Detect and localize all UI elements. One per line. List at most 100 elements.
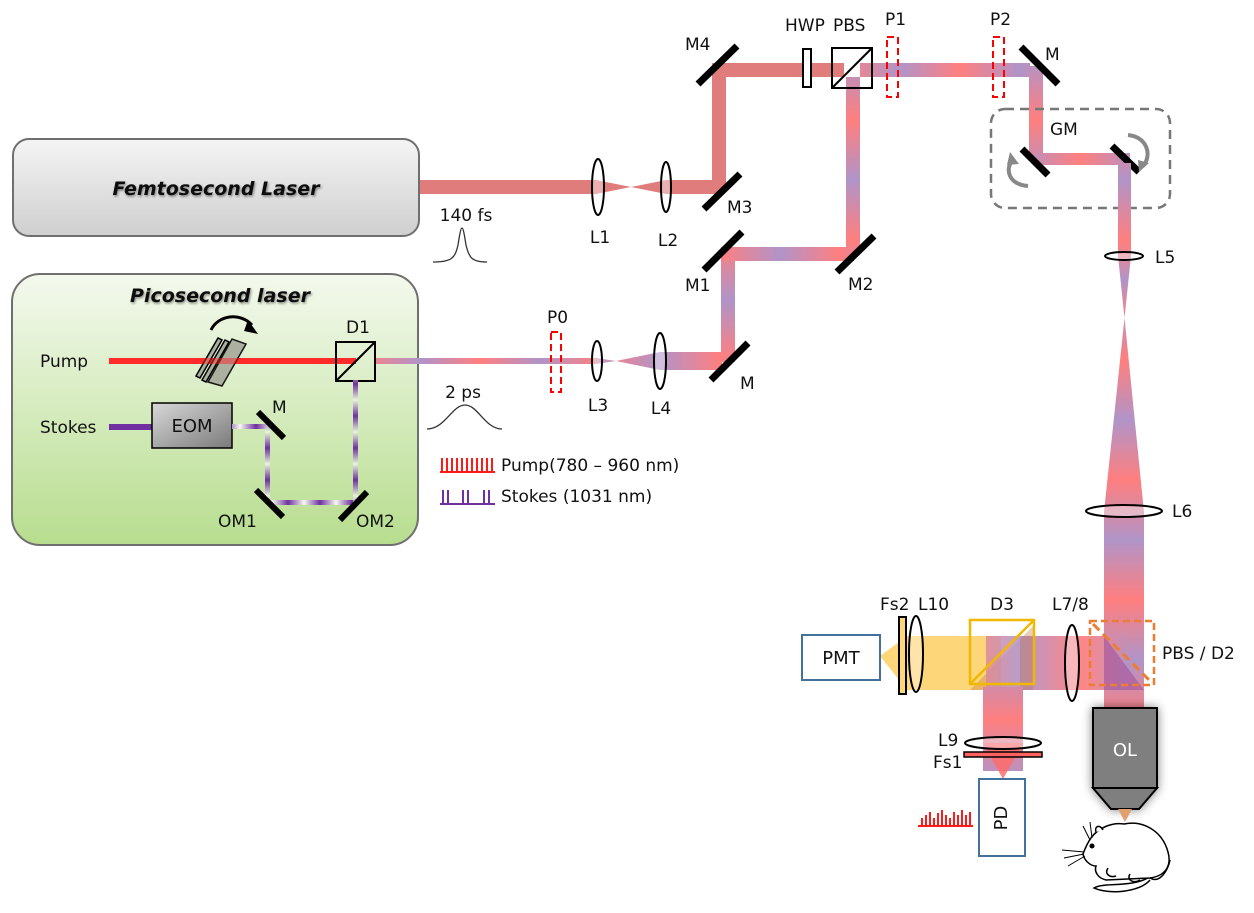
label-M2: M2 (848, 275, 873, 295)
femtosecond-laser-box (12, 138, 420, 237)
picosecond-laser: Picosecond laser Pump Stokes D1 EOM M OM… (11, 273, 419, 546)
polarizer-P1 (886, 36, 899, 98)
label-PMT: PMT (822, 648, 860, 669)
label-OM1: OM1 (218, 512, 257, 532)
pbs-dichroic-D2 (1088, 619, 1156, 687)
label-M-ps: M (740, 374, 755, 394)
lens-L2 (660, 161, 672, 213)
fs-beam-focus-2 (631, 180, 666, 194)
galvo-mirror-2 (1109, 143, 1142, 175)
label-L4: L4 (651, 399, 671, 419)
beam-m-gm (1029, 66, 1043, 160)
mirror-OM2 (337, 489, 370, 523)
pmt-detector (801, 634, 881, 681)
ps-beam-vertical (721, 254, 735, 362)
lens-L5 (1104, 251, 1144, 261)
lens-L1 (591, 158, 605, 216)
label-L9: L9 (938, 731, 958, 751)
lens-L4 (653, 332, 667, 390)
stokes-label: Stokes (40, 418, 97, 438)
galvo-mirror-1 (1019, 146, 1051, 178)
ps-beam-m2-pbs (846, 77, 860, 255)
label-M1: M1 (685, 276, 710, 296)
pump-label: Pump (40, 352, 88, 372)
objective-lens (1090, 707, 1160, 810)
beam-gm-l5 (1118, 163, 1131, 256)
label-L7-8: L7/8 (1052, 595, 1089, 615)
legend-pump-pulses-icon (440, 458, 495, 473)
label-M3: M3 (727, 198, 752, 218)
picosecond-laser-title: Picosecond laser (130, 285, 312, 307)
lens-L7-8 (1064, 624, 1080, 702)
label-PD: PD (991, 806, 1012, 831)
label-M4: M4 (685, 35, 710, 55)
label-D1: D1 (346, 318, 370, 338)
legend-pump-label: Pump(780 – 960 nm) (501, 456, 679, 476)
stokes-beam-vert-2 (353, 380, 358, 504)
label-Fs1: Fs1 (933, 753, 962, 773)
stokes-beam (109, 424, 152, 430)
mirror-M4 (695, 43, 740, 87)
filter-Fs2 (898, 616, 907, 695)
mouse-icon (1061, 821, 1171, 893)
mirror-M-ps (708, 340, 751, 383)
label-M-top: M (1045, 45, 1060, 65)
ps-beam-m1-m2 (721, 247, 854, 261)
label-L6: L6 (1172, 502, 1192, 522)
femtosecond-laser: Femtosecond Laser (12, 138, 420, 237)
dichroic-D3 (968, 618, 1036, 686)
stokes-beam-vert-1 (265, 427, 270, 504)
label-PBS-D2: PBS / D2 (1162, 644, 1235, 664)
polarizer-P2 (992, 36, 1005, 98)
mirror-M3 (701, 171, 743, 212)
mirror-M-top (1018, 44, 1061, 87)
label-GM: GM (1050, 120, 1078, 140)
galvo-mirror-box (989, 107, 1172, 210)
lens-L10 (908, 615, 924, 693)
ps-beam-focus-2 (616, 352, 660, 370)
mirror-M2 (834, 233, 877, 275)
ps-pulse-shape-icon (426, 404, 503, 430)
legend: Pump(780 – 960 nm) Stokes (1031 nm) (440, 456, 679, 507)
fs-beam (420, 180, 596, 194)
filter-Fs1 (963, 751, 1043, 758)
label-PBS: PBS (833, 16, 865, 36)
mirror-M1 (701, 229, 745, 273)
ps-combined-beam (376, 358, 596, 364)
stokes-beam-bottom (268, 500, 356, 505)
label-L1: L1 (590, 228, 610, 248)
polarizer-P0 (550, 331, 562, 393)
label-P0: P0 (547, 308, 568, 328)
mirror-M-pico (255, 409, 287, 441)
pd-pulse-train-icon (918, 810, 973, 827)
lens-L6 (1085, 504, 1163, 518)
legend-stokes-pulses-icon (440, 490, 495, 505)
label-D3: D3 (990, 595, 1014, 615)
photodiode-detector (978, 778, 1026, 857)
fs-beam-top (712, 63, 844, 77)
fs-beam-2 (666, 180, 722, 194)
beam-expanding (1104, 318, 1144, 512)
fs-pulse-width: 140 fs (440, 206, 493, 226)
beam-gm (1036, 153, 1130, 165)
label-L10: L10 (918, 595, 949, 615)
tunable-filter (194, 315, 258, 387)
stokes-beam-eom-out (232, 424, 268, 429)
half-wave-plate (802, 48, 812, 88)
fs-beam-vertical (712, 63, 726, 187)
femtosecond-laser-title: Femtosecond Laser (112, 178, 321, 200)
eom-label: EOM (171, 416, 212, 437)
lens-L9 (964, 736, 1042, 750)
label-P1: P1 (885, 10, 906, 30)
label-OL: OL (1113, 740, 1137, 761)
label-P2: P2 (990, 10, 1011, 30)
beam-l5-focus (1118, 256, 1131, 318)
label-M-pico: M (272, 398, 287, 418)
legend-stokes-label: Stokes (1031 nm) (501, 487, 652, 507)
label-L2: L2 (658, 231, 678, 251)
ps-pulse-width: 2 ps (445, 383, 481, 403)
lens-L3 (591, 340, 603, 382)
label-L3: L3 (588, 396, 608, 416)
label-OM2: OM2 (356, 512, 395, 532)
